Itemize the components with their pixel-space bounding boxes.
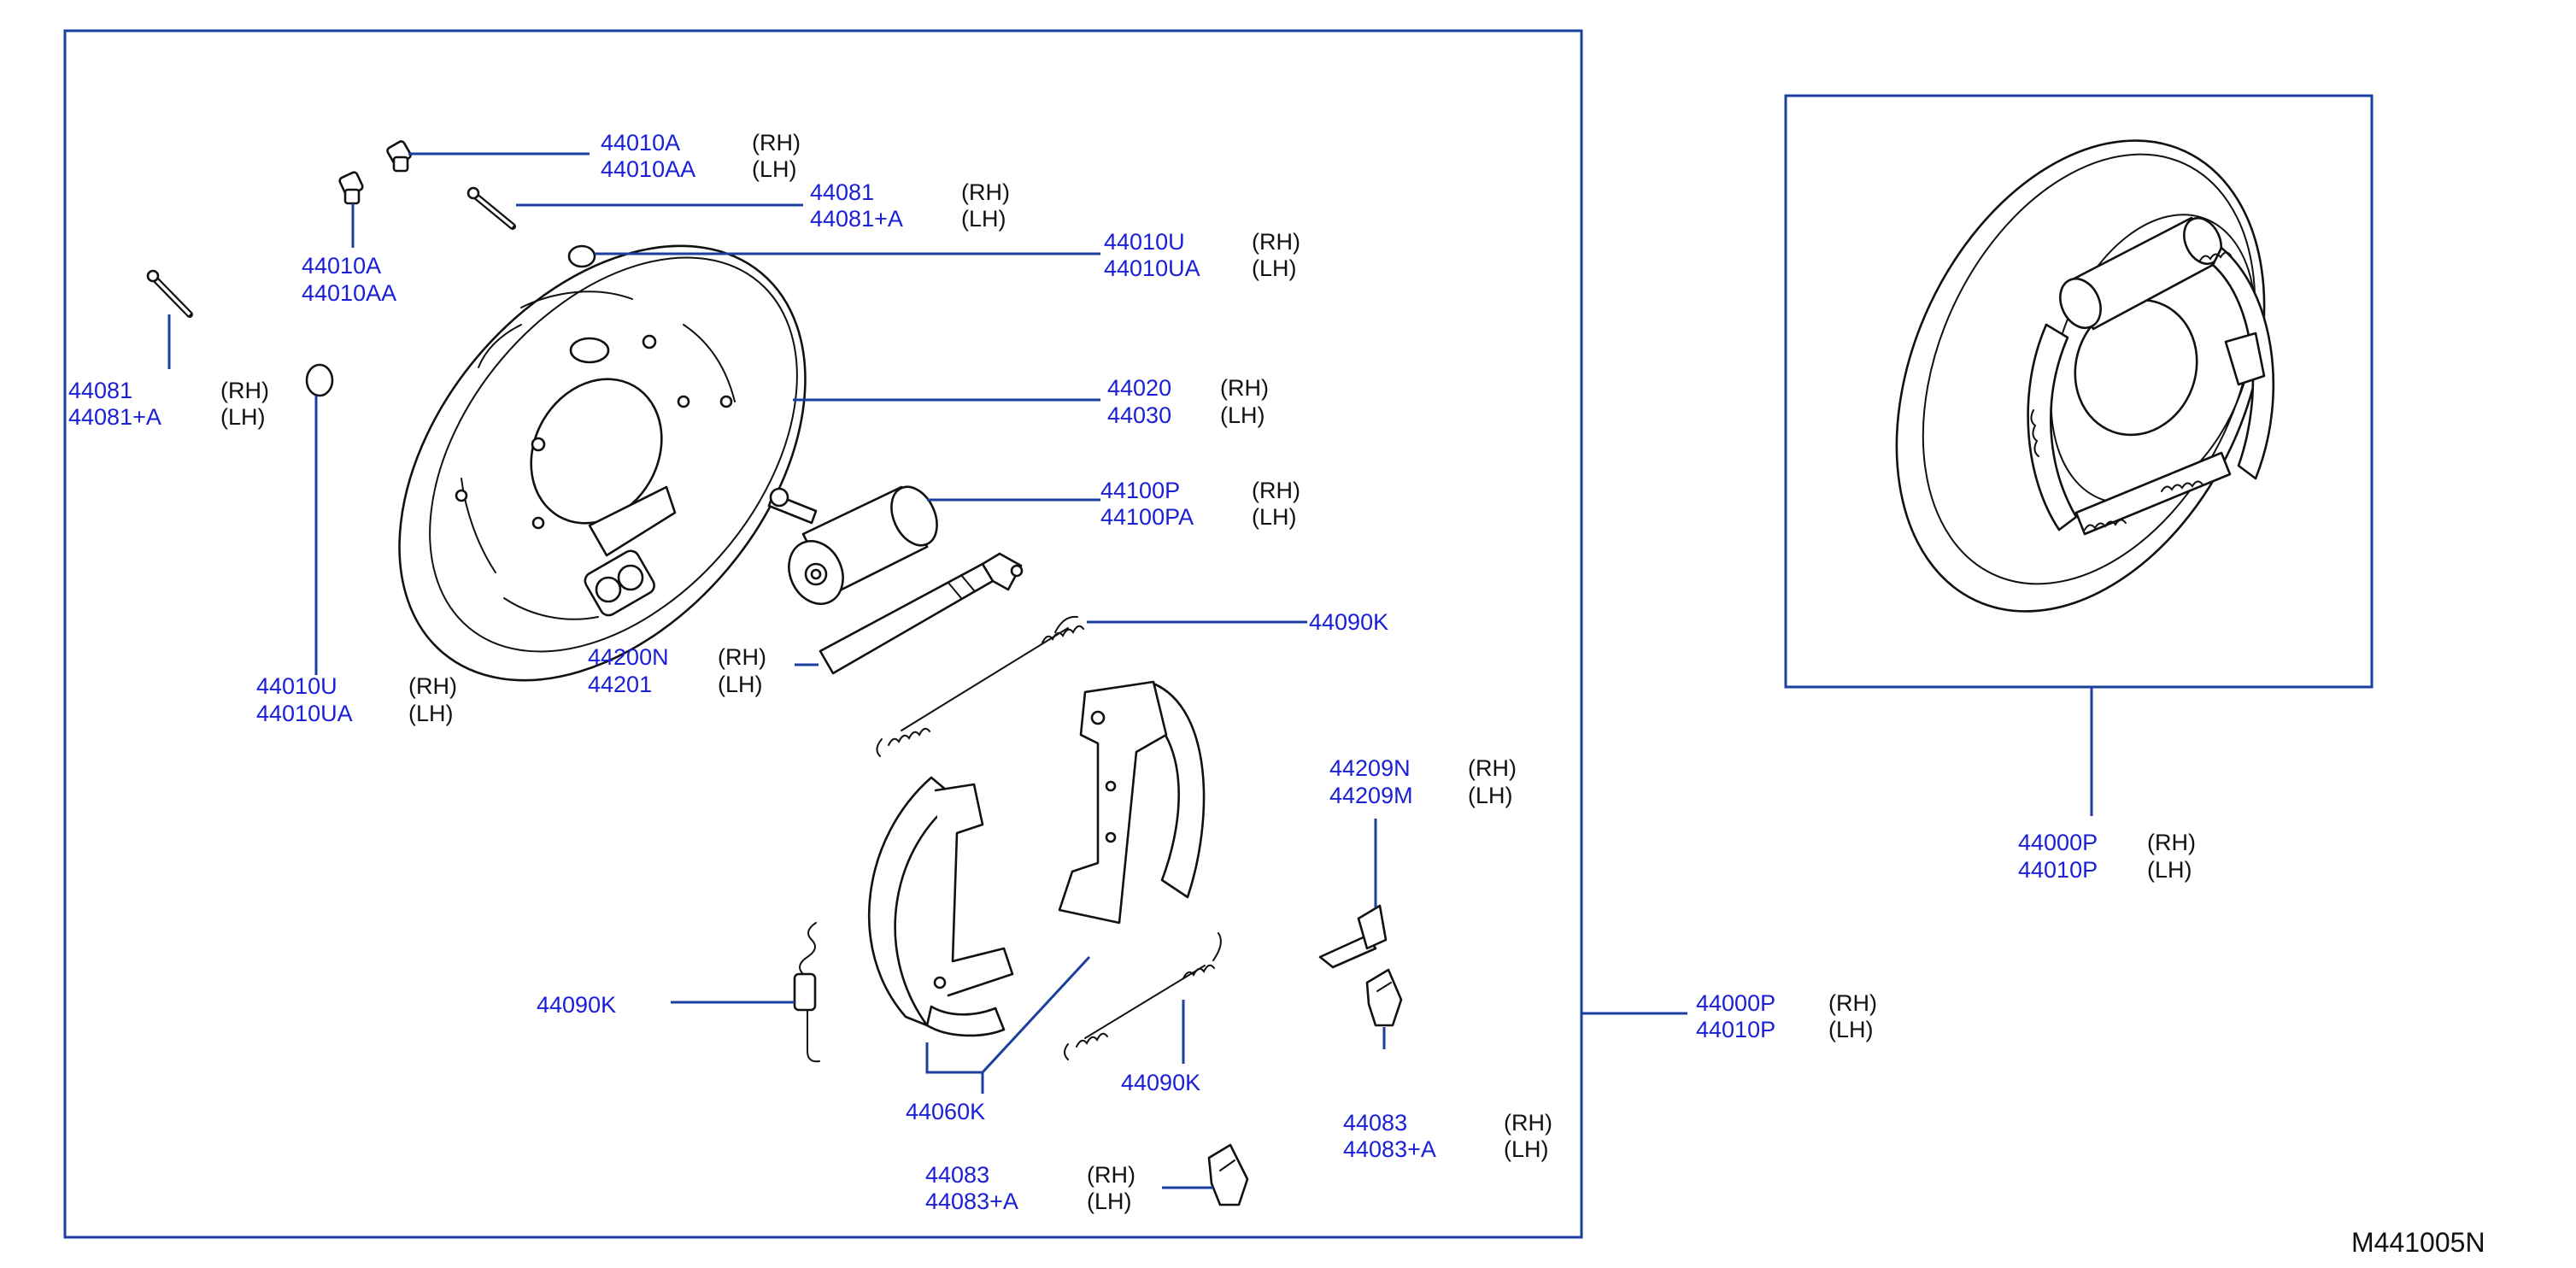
side-rh: (RH) — [718, 644, 766, 670]
brake-shoe-left-icon — [867, 776, 1014, 1037]
part-number-rh: 44000P — [2018, 830, 2098, 855]
side-rh: (RH) — [1252, 229, 1300, 255]
wheel-cylinder-icon — [767, 485, 938, 605]
side-rh: (RH) — [2147, 830, 2196, 855]
label-plug-top: 44010U 44010UA (RH) (LH) — [1104, 229, 1300, 281]
part-number-lh: 44030 — [1107, 402, 1171, 428]
label-plug-left: 44010U 44010UA (RH) (LH) — [256, 673, 457, 726]
part-number-rh: 44010U — [256, 673, 337, 699]
back-plate — [398, 244, 807, 682]
side-lh: (LH) — [752, 156, 797, 182]
side-lh: (LH) — [961, 206, 1006, 232]
bleeder-screw-icon — [386, 140, 412, 173]
label-spring-upper: 44090K — [1309, 609, 1388, 635]
retainer-right-icon — [1365, 968, 1403, 1027]
side-lh: (LH) — [1087, 1189, 1132, 1214]
label-assembly-main: 44000P 44010P (RH) (LH) — [1696, 990, 1877, 1042]
side-lh: (LH) — [220, 404, 266, 430]
part-number-lh: 44010AA — [601, 156, 695, 182]
plug-top-icon — [567, 244, 596, 268]
side-rh: (RH) — [408, 673, 457, 699]
part-number-rh: 44010U — [1104, 229, 1185, 255]
part-number-lh: 44083+A — [1343, 1136, 1436, 1162]
spring-left-icon — [793, 922, 820, 1063]
assembled-brake-icon — [1895, 139, 2275, 613]
side-lh: (LH) — [1828, 1017, 1874, 1042]
part-number-lh: 44100PA — [1100, 504, 1194, 530]
pin-icon — [466, 186, 516, 230]
label-assembly-inset: 44000P 44010P (RH) (LH) — [2018, 830, 2196, 883]
part-number-lh: 44010UA — [256, 701, 353, 726]
part-number-lh: 44209M — [1329, 783, 1413, 808]
part-number-rh: 44010A — [302, 253, 381, 279]
label-back-plate: 44020 44030 (RH) (LH) — [1107, 375, 1269, 428]
side-rh: (RH) — [1504, 1110, 1552, 1136]
side-lh: (LH) — [1468, 783, 1513, 808]
side-lh: (LH) — [1252, 255, 1297, 281]
label-shoe-set: 44060K — [906, 1099, 985, 1124]
pin-left-icon — [146, 269, 193, 318]
retainer-bottom-icon — [1207, 1143, 1249, 1206]
side-rh: (RH) — [1220, 375, 1269, 401]
main-assembly-frame — [63, 29, 1583, 1239]
side-lh: (LH) — [2147, 857, 2192, 883]
label-retainer-bottom: 44083 44083+A (RH) (LH) — [925, 1162, 1135, 1214]
part-number-lh: 44010UA — [1104, 255, 1200, 281]
diagram-code: M441005N — [2351, 1227, 2485, 1258]
part-number-lh: 44010AA — [302, 280, 396, 306]
label-bleeder-screw: 44010A 44010AA (RH) (LH) — [601, 130, 801, 182]
side-rh: (RH) — [1252, 478, 1300, 503]
part-number-rh: 44200N — [588, 644, 669, 670]
label-lever: 44209N 44209M (RH) (LH) — [1329, 755, 1517, 808]
brake-shoe-right-icon — [1058, 680, 1206, 925]
spring-upper-icon — [876, 615, 1084, 757]
inset-assembly-frame — [1784, 94, 2374, 689]
label-bleeder-screw-2: 44010A 44010AA — [302, 253, 396, 306]
side-rh: (RH) — [752, 130, 801, 156]
side-lh: (LH) — [718, 672, 763, 697]
spring-lower-icon — [1064, 932, 1222, 1060]
side-rh: (RH) — [1828, 990, 1877, 1016]
part-number-rh: 44209N — [1329, 755, 1411, 781]
label-retainer-right: 44083 44083+A (RH) (LH) — [1343, 1110, 1552, 1162]
part-number-rh: 44083 — [1343, 1110, 1407, 1136]
label-adjuster: 44200N 44201 (RH) (LH) — [588, 644, 766, 697]
side-rh: (RH) — [961, 179, 1010, 205]
label-pin-top: 44081 44081+A (RH) (LH) — [810, 179, 1010, 232]
side-lh: (LH) — [408, 701, 454, 726]
plug-left-icon — [305, 363, 334, 397]
part-number-rh: 44010A — [601, 130, 680, 156]
side-rh: (RH) — [220, 378, 269, 403]
label-spring-lower: 44090K — [1121, 1070, 1200, 1095]
side-lh: (LH) — [1220, 402, 1265, 428]
adjuster-icon — [819, 552, 1024, 675]
label-spring-left: 44090K — [537, 992, 616, 1018]
side-rh: (RH) — [1468, 755, 1517, 781]
side-lh: (LH) — [1252, 504, 1297, 530]
part-number-lh: 44081+A — [810, 206, 903, 232]
leader-shoe-set — [925, 955, 1091, 1094]
part-number-rh: 44020 — [1107, 375, 1171, 401]
part-number-rh: 44081 — [68, 378, 132, 403]
side-lh: (LH) — [1504, 1136, 1549, 1162]
part-number-rh: 44081 — [810, 179, 874, 205]
label-wheel-cylinder: 44100P 44100PA (RH) (LH) — [1100, 478, 1300, 530]
part-number-lh: 44081+A — [68, 404, 161, 430]
part-number-rh: 44100P — [1100, 478, 1180, 503]
part-number-lh: 44010P — [2018, 857, 2098, 883]
part-number-lh: 44201 — [588, 672, 652, 697]
lever-icon — [1318, 904, 1388, 969]
part-number-rh: 44000P — [1696, 990, 1775, 1016]
side-rh: (RH) — [1087, 1162, 1135, 1188]
part-number-rh: 44083 — [925, 1162, 989, 1188]
part-number-lh: 44010P — [1696, 1017, 1775, 1042]
bleeder-screw-2-icon — [338, 171, 364, 205]
label-pin-left: 44081 44081+A (RH) (LH) — [68, 378, 269, 430]
part-number-lh: 44083+A — [925, 1189, 1018, 1214]
